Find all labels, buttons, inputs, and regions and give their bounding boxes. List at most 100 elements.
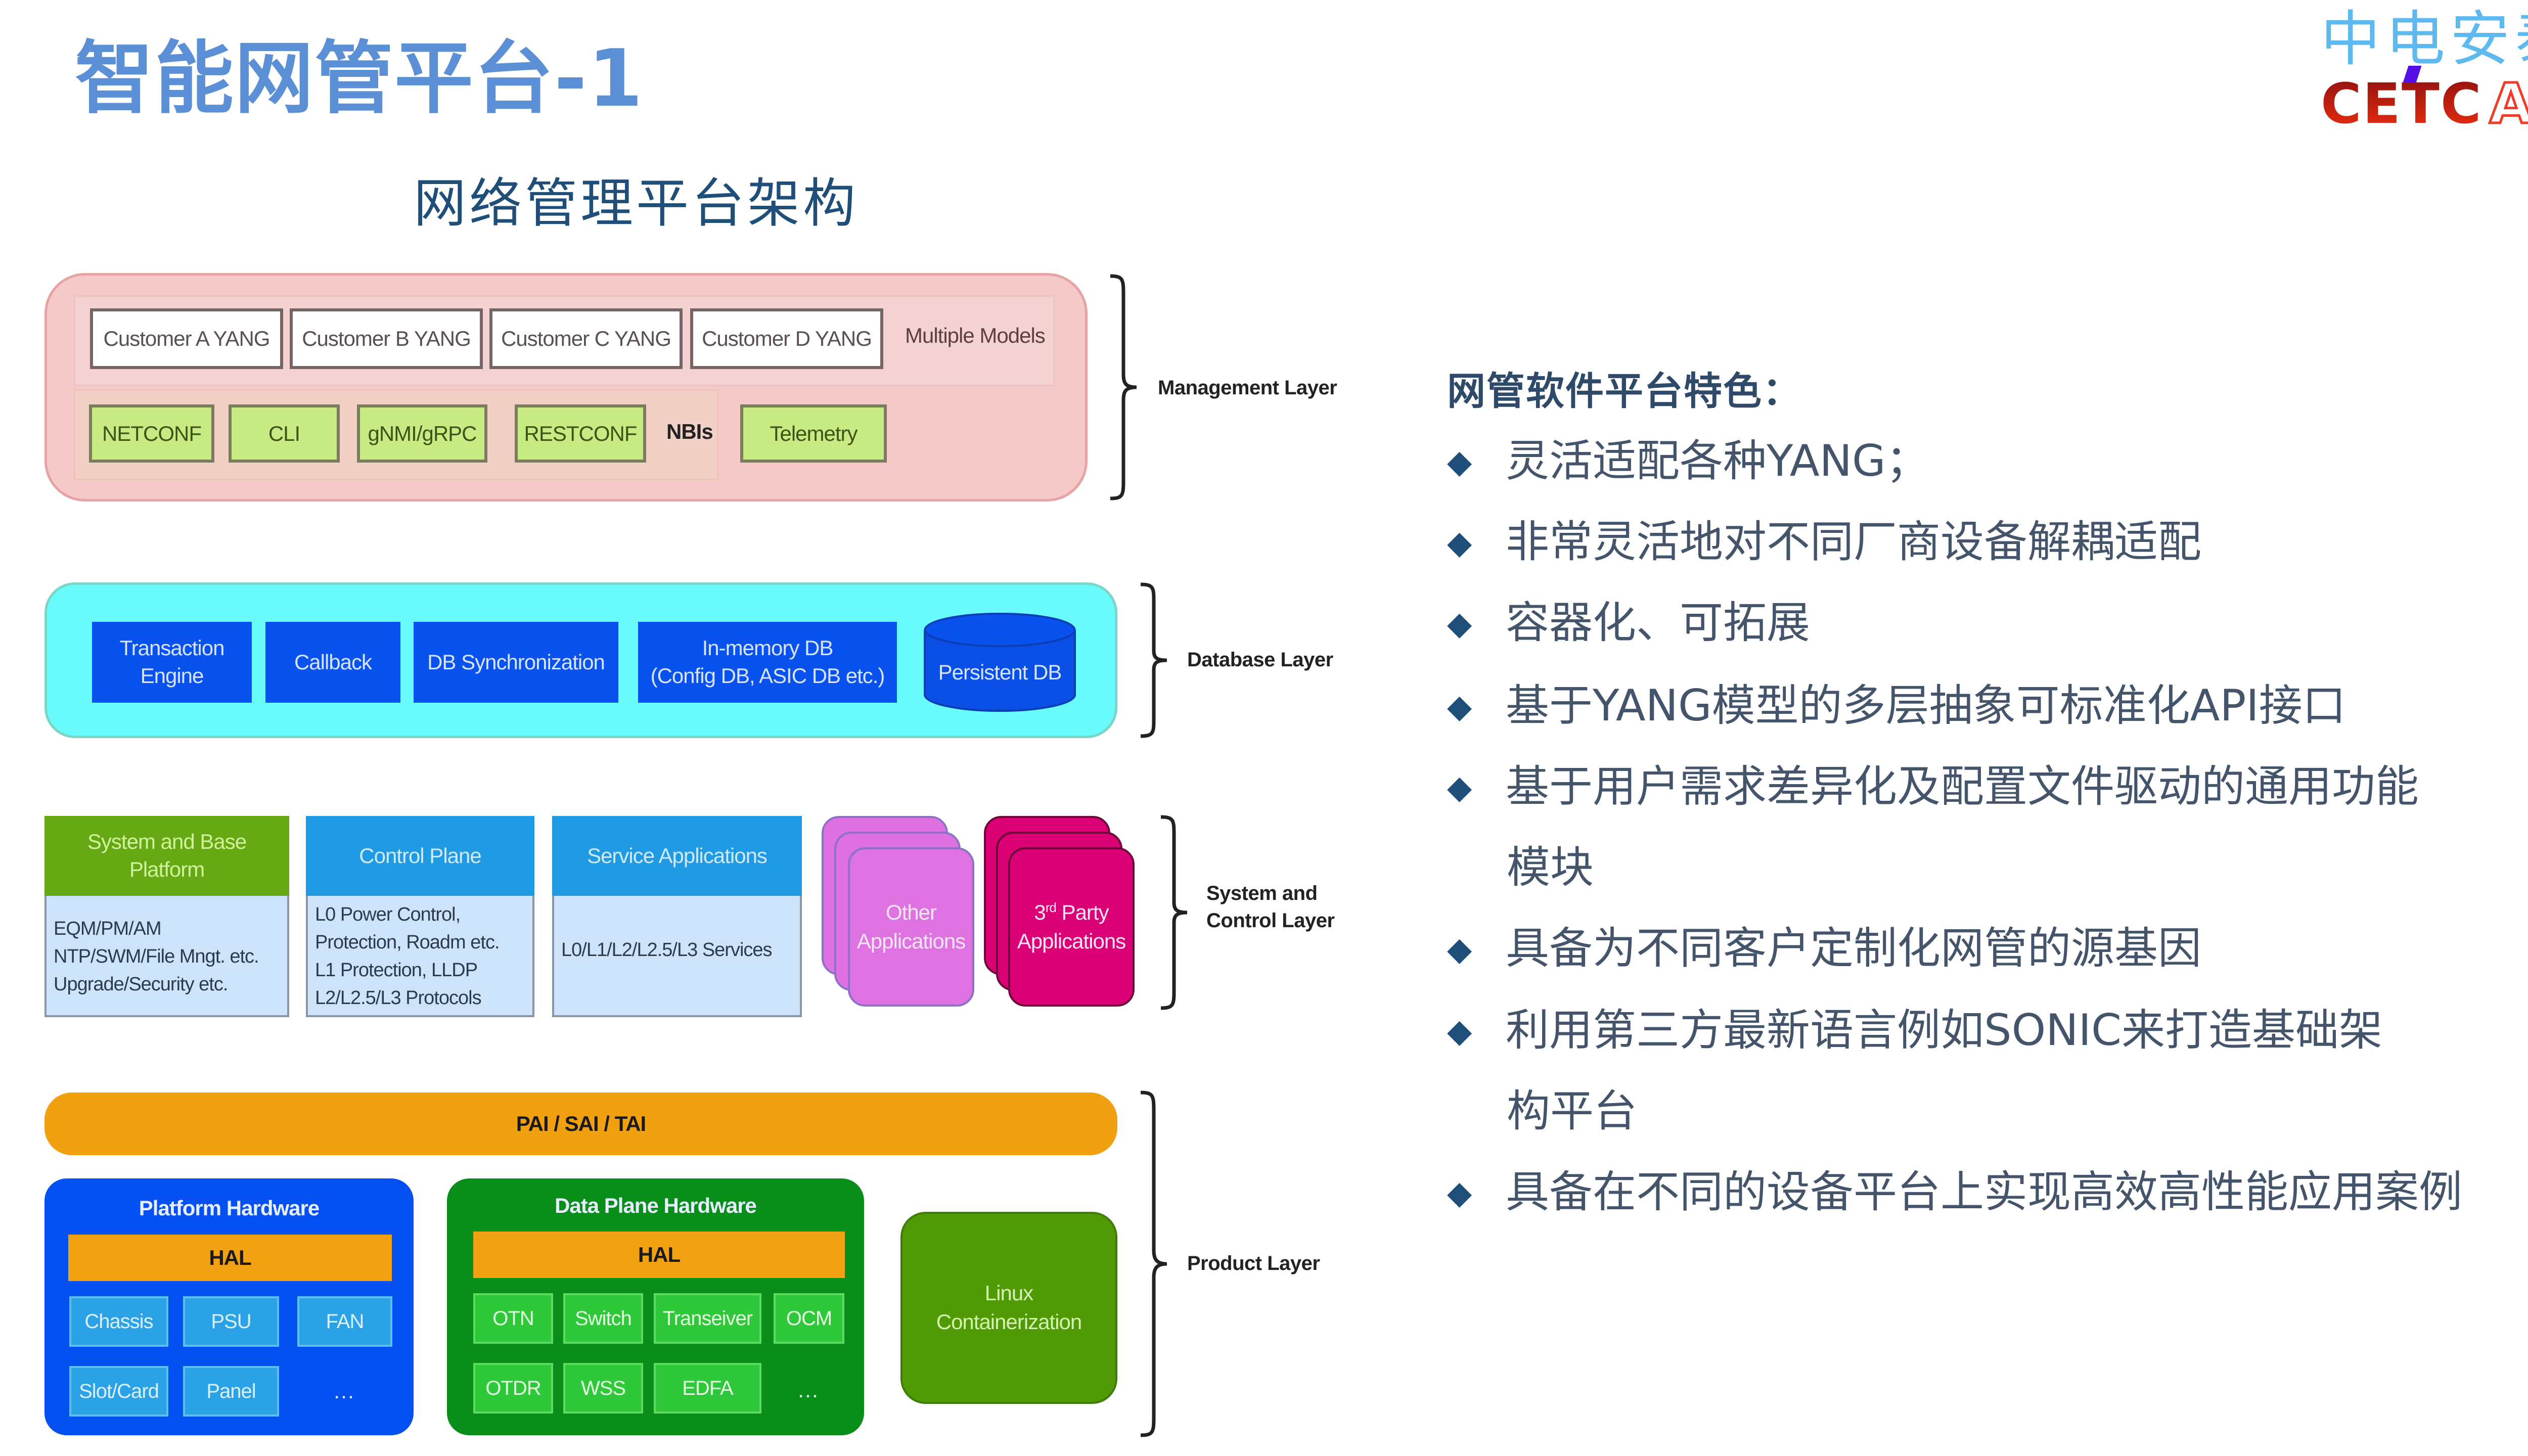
linux-line1: Linux: [984, 1281, 1033, 1305]
feature-continuation: 构平台: [1507, 1087, 1637, 1135]
db-box-callback: Callback: [265, 622, 400, 703]
management-layer-brace-icon: [1107, 273, 1143, 502]
linux-containerization-box: Linux Containerization: [900, 1212, 1117, 1404]
third-party-line2: Applications: [1017, 929, 1126, 953]
third-party-sup: rd: [1045, 899, 1057, 915]
feature-text: 具备为不同客户定制化网管的源基因: [1506, 923, 2201, 974]
db-box-in-memory-db: In-memory DB (Config DB, ASIC DB etc.): [638, 622, 897, 703]
control-plane-header: Control Plane: [306, 816, 534, 896]
system-layer-brace-icon: [1158, 814, 1193, 1011]
third-party-line1: 3rd Party: [1034, 898, 1109, 927]
logo-cetc-text: CETC: [2321, 71, 2482, 136]
nbi-box-gnmi-grpc: gNMI/gRPC: [357, 404, 487, 463]
feature-item: ◆ 灵活适配各种YANG；: [1447, 421, 2528, 503]
slide-title: 智能网管平台-1: [75, 32, 644, 124]
third-party-num: 3: [1034, 900, 1046, 924]
db-box-line2: (Config DB, ASIC DB etc.): [650, 664, 885, 688]
feature-item: ◆ 具备为不同客户定制化网管的源基因: [1447, 908, 2528, 990]
logo-at-text: AT: [2488, 71, 2528, 136]
third-party-rest: Party: [1056, 900, 1109, 924]
chip-wss: WSS: [563, 1363, 643, 1414]
diamond-bullet-icon: ◆: [1447, 524, 1472, 562]
column-line: L1 Protection, LLDP: [315, 960, 478, 981]
chip-edfa: EDFA: [654, 1363, 761, 1414]
company-logo: CETC AT: [2321, 66, 2528, 136]
column-line: Upgrade/Security etc.: [54, 974, 228, 995]
diamond-bullet-icon: ◆: [1447, 1174, 1472, 1212]
chip-otn: OTN: [473, 1293, 553, 1344]
model-box-customer-a: Customer A YANG: [90, 308, 283, 369]
data-plane-hal-bar: HAL: [473, 1232, 845, 1278]
features-heading: 网管软件平台特色：: [1447, 369, 1802, 414]
column-head-line1: System and Base: [87, 830, 247, 854]
column-line: L0/L1/L2/L2.5/L3 Services: [561, 939, 773, 961]
chip-slot-card: Slot/Card: [69, 1366, 168, 1417]
persistent-db-label: Persistent DB: [938, 660, 1062, 684]
data-plane-hardware-title: Data Plane Hardware: [555, 1194, 757, 1217]
column-line: NTP/SWM/File Mngt. etc.: [54, 946, 259, 968]
database-layer-label: Database Layer: [1187, 649, 1333, 671]
system-base-platform-body: EQM/PM/AM NTP/SWM/File Mngt. etc. Upgrad…: [44, 896, 289, 1017]
platform-hal-bar: HAL: [68, 1235, 392, 1281]
db-box-line1: In-memory DB: [702, 636, 834, 660]
platform-hardware-title: Platform Hardware: [139, 1196, 320, 1220]
service-applications-body: L0/L1/L2/L2.5/L3 Services: [552, 896, 802, 1017]
feature-item: ◆ 具备在不同的设备平台上实现高效高性能应用案例: [1447, 1152, 2528, 1234]
column-line: L2/L2.5/L3 Protocols: [315, 987, 482, 1009]
chip-transeiver: Transeiver: [654, 1293, 761, 1344]
db-box-transaction-engine: Transaction Engine: [92, 622, 252, 703]
diagram-title: 网络管理平台架构: [414, 172, 859, 234]
management-layer-label: Management Layer: [1158, 377, 1337, 399]
system-layer-label: System and Control Layer: [1206, 880, 1335, 934]
column-head-line2: Platform: [129, 857, 205, 881]
feature-text: 具备在不同的设备平台上实现高效高性能应用案例: [1506, 1167, 2462, 1217]
diamond-bullet-icon: ◆: [1447, 931, 1472, 968]
nbi-box-restconf: RESTCONF: [515, 404, 646, 463]
chip-chassis: Chassis: [69, 1296, 168, 1347]
feature-item: ◆基于YANG模型的多层抽象可标准化API接口: [1447, 665, 2528, 747]
system-layer-label-line2: Control Layer: [1206, 909, 1335, 932]
telemetry-box: Telemetry: [740, 404, 887, 463]
diamond-bullet-icon: ◆: [1447, 443, 1472, 481]
nbis-label: NBIs: [666, 420, 713, 443]
feature-text: 灵活适配各种YANG；: [1506, 436, 1929, 486]
diamond-bullet-icon: ◆: [1447, 1013, 1472, 1050]
other-apps-line1: Other: [885, 900, 937, 924]
persistent-db-cylinder: [923, 612, 1077, 713]
database-cylinder-icon: [924, 613, 1076, 712]
column-line: Protection, Roadm etc.: [315, 932, 500, 953]
chip-panel: Panel: [183, 1366, 279, 1417]
system-base-platform-header: System and Base Platform: [44, 816, 289, 896]
chip-fan: FAN: [297, 1296, 392, 1347]
service-applications-header: Service Applications: [552, 816, 802, 896]
chip-ocm: OCM: [774, 1293, 844, 1344]
product-layer-label: Product Layer: [1187, 1252, 1320, 1275]
model-box-customer-b: Customer B YANG: [290, 308, 483, 369]
diamond-bullet-icon: ◆: [1447, 769, 1472, 806]
db-box-line2: Engine: [140, 664, 204, 688]
model-box-customer-d: Customer D YANG: [690, 308, 883, 369]
chip-otdr: OTDR: [473, 1363, 553, 1414]
db-box-line1: Transaction: [119, 636, 225, 660]
feature-item: ◆容器化、可拓展: [1447, 582, 2528, 664]
column-line: L0 Power Control,: [315, 904, 461, 925]
feature-text: 基于用户需求差异化及配置文件驱动的通用功能: [1506, 761, 2419, 812]
feature-item: ◆非常灵活地对不同厂商设备解耦适配: [1447, 502, 2528, 583]
feature-continuation: 模块: [1507, 843, 1594, 892]
linux-line2: Containerization: [936, 1310, 1082, 1334]
chip-switch: Switch: [563, 1293, 643, 1344]
nbi-box-netconf: NETCONF: [89, 404, 214, 463]
db-box-db-synchronization: DB Synchronization: [414, 622, 618, 703]
database-layer-brace-icon: [1138, 581, 1173, 739]
diamond-bullet-icon: ◆: [1447, 605, 1472, 643]
third-party-card: 3rd Party Applications: [1008, 847, 1135, 1007]
feature-item: ◆ 基于用户需求差异化及配置文件驱动的通用功能: [1447, 746, 2528, 828]
multiple-models-label: Multiple Models: [905, 324, 1046, 347]
control-plane-body: L0 Power Control, Protection, Roadm etc.…: [306, 896, 534, 1017]
pai-sai-tai-bar: PAI / SAI / TAI: [44, 1093, 1117, 1155]
other-apps-line2: Applications: [856, 929, 966, 953]
system-layer-label-line1: System and: [1206, 882, 1318, 904]
chip-psu: PSU: [183, 1296, 279, 1347]
platform-more-ellipsis: …: [333, 1379, 357, 1403]
other-apps-card: Other Applications: [848, 847, 974, 1007]
